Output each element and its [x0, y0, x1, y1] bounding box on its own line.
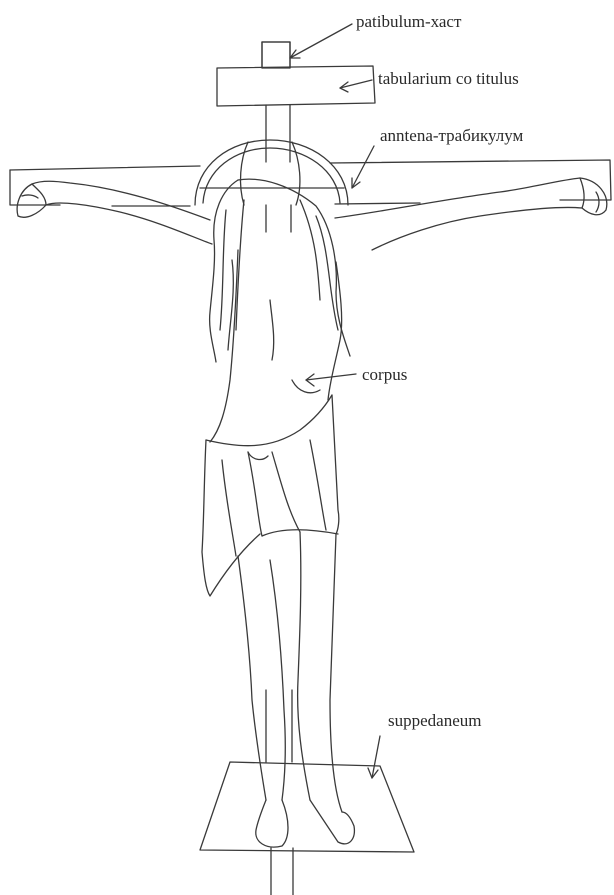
label-tabularium: tabularium co titulus — [378, 70, 519, 87]
halo — [195, 140, 348, 205]
patibulum-top — [262, 42, 290, 68]
suppedaneum-board — [200, 762, 414, 852]
torso — [210, 250, 342, 442]
arrow-antenna — [352, 146, 374, 188]
antenna-crossbeam — [10, 160, 611, 206]
label-corpus: corpus — [362, 366, 407, 383]
arrow-patibulum — [290, 24, 352, 58]
legs — [238, 532, 354, 847]
leader-arrows — [290, 24, 380, 778]
arms — [17, 178, 607, 250]
hair — [210, 179, 350, 362]
label-suppedaneum: suppedaneum — [388, 712, 481, 729]
stipes-post — [262, 42, 293, 895]
label-antenna: anntena-трабикулум — [380, 127, 523, 144]
label-patibulum: patibulum-хаст — [356, 13, 461, 30]
tabularium-board — [217, 66, 375, 106]
